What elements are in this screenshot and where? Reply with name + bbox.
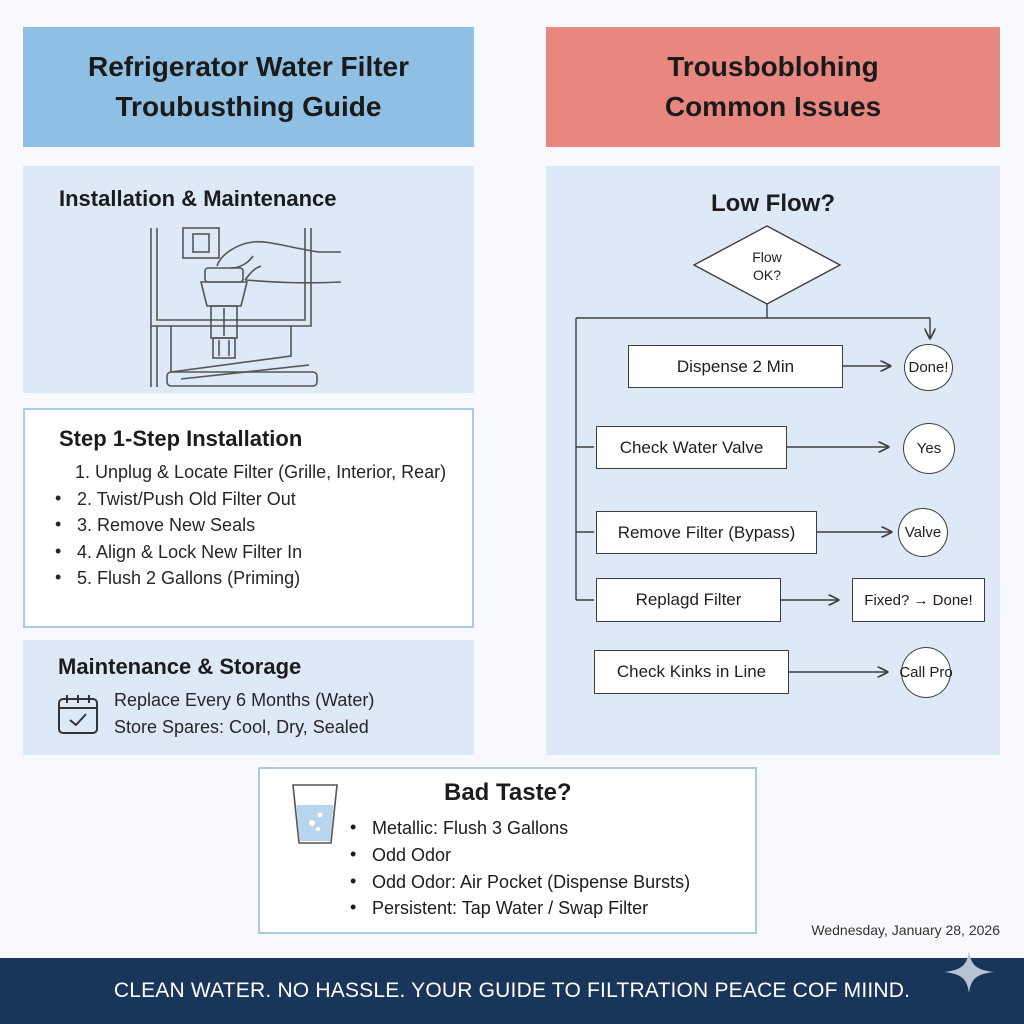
water-glass-icon — [292, 784, 338, 844]
step-item: 3. Remove New Seals — [55, 514, 255, 536]
flow-step-replace-filter: Replagd Filter — [596, 578, 781, 622]
flow-result-yes: Yes — [903, 423, 955, 474]
date-label: Wednesday, January 28, 2026 — [811, 922, 1000, 938]
steps-title: Step 1-Step Installation — [59, 426, 303, 451]
flow-result-call-pro: Call Pro — [899, 647, 953, 698]
flow-step-remove-filter: Remove Filter (Bypass) — [596, 511, 817, 554]
step-item: 1. Unplug & Locate Filter (Grille, Inter… — [75, 462, 447, 482]
storage-line-1: Replace Every 6 Months (Water) — [114, 690, 375, 710]
installation-panel: Installation & Maintenance — [23, 166, 474, 393]
flow-step-dispense: Dispense 2 Min — [628, 345, 843, 388]
sparkle-icon — [944, 951, 994, 993]
flow-result-done: Done! — [904, 344, 953, 391]
taste-item: Metallic: Flush 3 Gallons — [350, 817, 568, 839]
bad-taste-title: Bad Taste? — [444, 779, 572, 806]
step-item: 5. Flush 2 Gallons (Priming) — [55, 567, 300, 589]
filter-install-illustration — [150, 227, 341, 387]
storage-line-2: Store Spares: Cool, Dry, Sealed — [114, 717, 369, 737]
footer-text: CLEAN WATER. NO HASSLE. YOUR GUIDE TO FI… — [113, 979, 911, 1002]
header-left-line1: Refrigerator Water Filter — [87, 51, 410, 82]
decision-line-1: Flow — [752, 249, 782, 265]
bad-taste-panel: Bad Taste? Metallic: Flush 3 Gallons Odd… — [258, 767, 757, 934]
header-right-line1: Trousboblohing — [667, 51, 879, 82]
header-left-line2: Troubusthing Guide — [115, 91, 382, 122]
taste-item: Odd Odor — [350, 844, 451, 866]
header-right-line2: Common Issues — [664, 91, 882, 122]
footer-banner: CLEAN WATER. NO HASSLE. YOUR GUIDE TO FI… — [0, 958, 1024, 1024]
flow-step-check-valve: Check Water Valve — [596, 426, 787, 469]
flowchart-connectors — [575, 225, 1000, 755]
header-right: Trousboblohing Common Issues — [546, 27, 1000, 147]
storage-title: Maintenance & Storage — [58, 654, 302, 679]
taste-item: Persistent: Tap Water / Swap Filter — [350, 897, 648, 919]
step-item: 4. Align & Lock New Filter In — [55, 541, 302, 563]
header-left: Refrigerator Water Filter Troubusthing G… — [23, 27, 474, 147]
installation-steps-panel: Step 1-Step Installation 1. Unplug & Loc… — [23, 408, 474, 628]
step-item: 2. Twist/Push Old Filter Out — [55, 488, 296, 510]
taste-item: Odd Odor: Air Pocket (Dispense Bursts) — [350, 871, 690, 893]
flowchart-title: Low Flow? — [711, 190, 835, 217]
troubleshooting-panel: Low Flow? Flow OK? — [546, 166, 1000, 755]
flow-result-valve: Valve — [898, 508, 948, 557]
decision-line-2: OK? — [752, 267, 781, 283]
flow-result-fixed: Fixed? → Done! — [852, 578, 985, 622]
storage-panel: Maintenance & Storage Replace Every 6 Mo… — [23, 640, 474, 755]
flow-step-check-kinks: Check Kinks in Line — [594, 650, 789, 694]
installation-title: Installation & Maintenance — [59, 186, 337, 211]
decision-label: Flow OK? — [694, 248, 840, 284]
calendar-icon — [58, 695, 98, 734]
